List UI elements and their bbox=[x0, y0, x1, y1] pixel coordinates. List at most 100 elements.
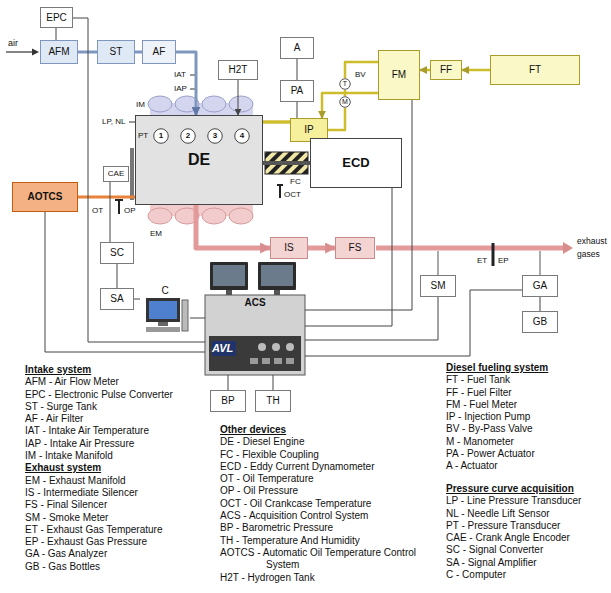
air-arrowhead bbox=[32, 49, 39, 56]
node-text: BP bbox=[221, 395, 234, 407]
legend-entry: FM - Fuel Meter bbox=[446, 399, 517, 411]
connector bbox=[322, 93, 378, 118]
legend-entry: BV - By-Pass Valve bbox=[446, 423, 533, 435]
computer-box: C bbox=[140, 283, 190, 333]
connector bbox=[196, 205, 270, 248]
intake-manifold bbox=[148, 96, 172, 112]
connector bbox=[176, 52, 196, 115]
part-label: IM bbox=[136, 100, 145, 109]
node-text: TH bbox=[266, 395, 279, 407]
legend-entry: OT - Oil Temperature bbox=[220, 473, 314, 485]
encoder-disc bbox=[130, 148, 134, 200]
node-text: FM bbox=[392, 69, 406, 81]
legend-heading: Other devices bbox=[220, 424, 286, 436]
device-knob bbox=[286, 343, 294, 351]
part-label: FC bbox=[290, 177, 301, 186]
sensor-label: IAT bbox=[174, 70, 186, 79]
legend-entry: FC - Flexible Coupling bbox=[220, 449, 319, 461]
sensor-tick bbox=[190, 75, 195, 76]
device-knob bbox=[258, 343, 266, 351]
connector bbox=[110, 182, 111, 242]
node-text: C bbox=[161, 285, 168, 297]
connector-group bbox=[45, 18, 540, 390]
legend-entry: C - Computer bbox=[446, 569, 506, 581]
legend-heading: Diesel fueling system bbox=[446, 362, 548, 374]
cylinder-circle: 1 bbox=[153, 128, 169, 144]
legend-entry: AOTCS - Automatic Oil Temperature Contro… bbox=[220, 547, 416, 572]
node-text: SM bbox=[431, 280, 446, 292]
node-text: AF bbox=[153, 46, 166, 58]
meter-box: FM bbox=[378, 50, 420, 100]
exhaust-sensor bbox=[492, 243, 495, 266]
monitor-screen bbox=[213, 265, 245, 286]
device-button bbox=[274, 358, 282, 364]
computer-keyboard bbox=[146, 327, 180, 332]
node-text: 3 bbox=[213, 131, 217, 140]
connector bbox=[420, 69, 430, 72]
engine-box: DE1234 bbox=[135, 115, 263, 205]
legend-entry: AFM - Air Flow Meter bbox=[25, 376, 119, 388]
connector bbox=[273, 375, 274, 390]
legend-entry: NL - Needle Lift Sensor bbox=[446, 508, 550, 520]
exhaust-manifold bbox=[148, 208, 172, 224]
filter-box: FF bbox=[430, 60, 462, 80]
encoder-box: CAE bbox=[103, 166, 129, 182]
legend-entry: EP - Exhaust Gas Pressure bbox=[25, 536, 147, 548]
node-text: 1 bbox=[159, 131, 163, 140]
node-text: IP bbox=[304, 124, 313, 136]
sensor-label: LP, NL bbox=[102, 117, 125, 126]
sensor-label: EP bbox=[498, 256, 509, 265]
oil-sensor bbox=[118, 200, 120, 214]
legend-entry: AF - Air Filter bbox=[25, 413, 83, 425]
meter-box: AFM bbox=[40, 40, 78, 64]
legend-entry: FF - Fuel Filter bbox=[446, 387, 512, 399]
legend-entry: TH - Temperature And Humidity bbox=[220, 535, 360, 547]
acquisition-box: ACS bbox=[205, 295, 305, 375]
intake-manifold bbox=[202, 96, 226, 112]
node-text: AOTCS bbox=[28, 191, 63, 203]
cylinder-circle: 3 bbox=[207, 128, 223, 144]
node-text: 4 bbox=[240, 131, 244, 140]
legend-entry: ACS - Acquisition Control System bbox=[220, 510, 368, 522]
legend-entry: BP - Barometric Pressure bbox=[220, 522, 333, 534]
connector bbox=[305, 290, 522, 356]
legend-heading: Intake system bbox=[25, 364, 91, 376]
node-text: SA bbox=[110, 293, 123, 305]
node-text: H2T bbox=[229, 64, 248, 76]
connector bbox=[238, 80, 239, 115]
exhaust-arrowhead bbox=[563, 242, 573, 254]
node-text: M bbox=[342, 98, 348, 106]
legend-entry: ET - Exhaust Gas Temperature bbox=[25, 524, 162, 536]
node-text: ECD bbox=[342, 156, 369, 171]
legend-entry: A - Actuator bbox=[446, 460, 498, 472]
silencer-box: FS bbox=[335, 237, 375, 259]
device-knob bbox=[272, 343, 280, 351]
exhaust-manifold bbox=[202, 208, 226, 224]
legend-entry: LP - Line Pressure Transducer bbox=[446, 495, 581, 507]
node-text: 2 bbox=[186, 131, 190, 140]
connector bbox=[135, 51, 142, 54]
tank-box: H2T bbox=[218, 60, 258, 80]
legend-entry: OCT - Oil Crankcase Temperature bbox=[220, 498, 371, 510]
sensor-label: IAP bbox=[174, 84, 187, 93]
sensor-box: TH bbox=[255, 390, 291, 412]
monitor bbox=[210, 262, 248, 290]
controller-box: AOTCS bbox=[12, 182, 78, 212]
legend-heading: Pressure curve acquisition bbox=[446, 483, 574, 495]
connector bbox=[305, 297, 438, 340]
analyzer-box: GA bbox=[522, 275, 558, 297]
legend-entry: IAT - Intake Air Temperature bbox=[25, 425, 149, 437]
legend-entry: H2T - Hydrogen Tank bbox=[220, 572, 315, 584]
legend-entry: EM - Exhaust Manifold bbox=[25, 475, 126, 487]
connector bbox=[134, 299, 140, 300]
legend-entry: ECD - Eddy Current Dynamometer bbox=[220, 461, 375, 473]
node-text: ACS bbox=[244, 297, 265, 309]
cylinder-circle: 2 bbox=[180, 128, 196, 144]
node-text: EPC bbox=[46, 12, 67, 24]
circle-shape bbox=[181, 129, 196, 144]
legend-entry: PT - Pressure Transducer bbox=[446, 520, 560, 532]
legend-entry: SC - Signal Converter bbox=[446, 544, 543, 556]
node-text: T bbox=[343, 80, 347, 88]
dynamometer-box: ECD bbox=[310, 138, 402, 188]
sample-line bbox=[438, 251, 439, 275]
